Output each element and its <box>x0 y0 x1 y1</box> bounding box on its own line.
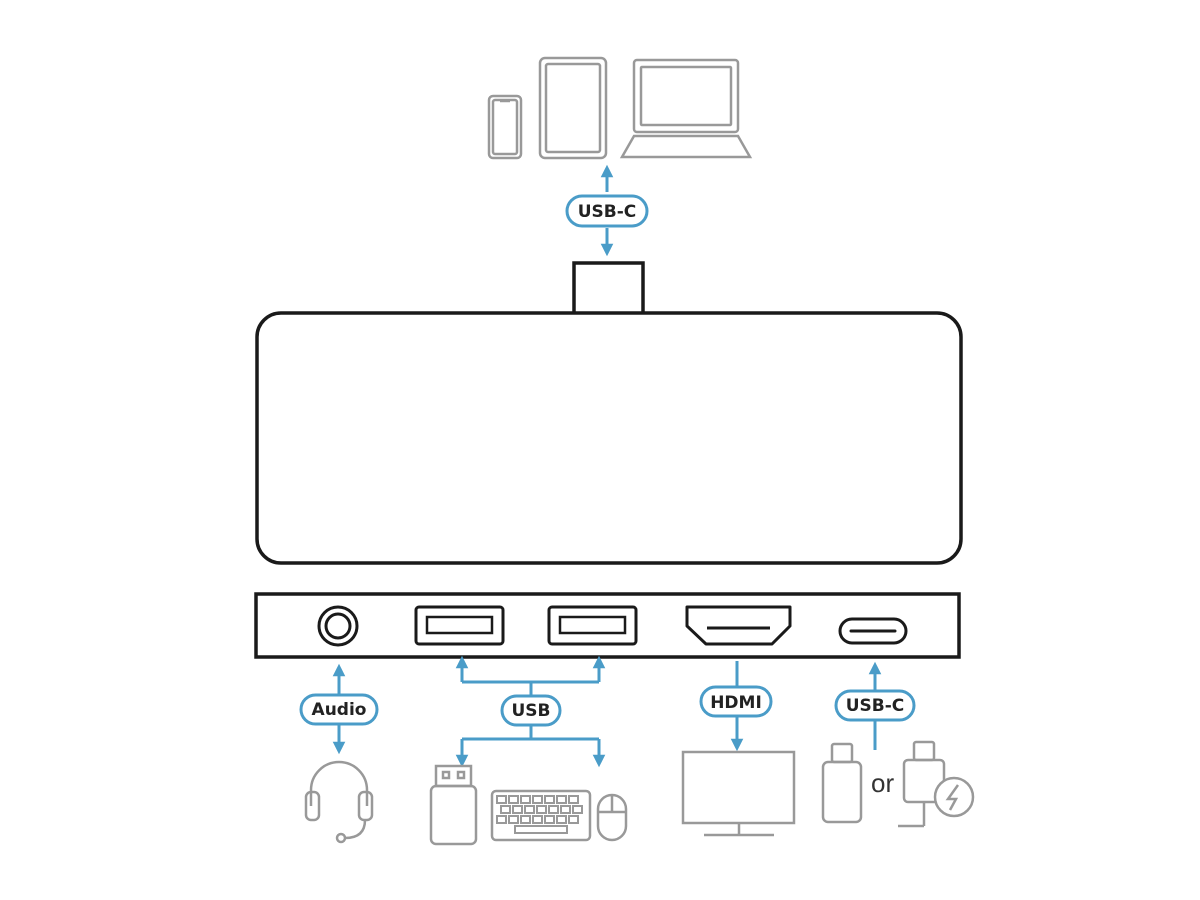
charger-cable-icon <box>898 740 946 828</box>
usb-c-flash-drive-icon <box>821 742 863 824</box>
hub-body <box>255 311 963 565</box>
laptop-icon <box>619 58 753 159</box>
pd-usb-c-label: USB-C <box>846 696 905 716</box>
keyboard-key <box>568 815 579 824</box>
keyboard-key <box>568 795 579 804</box>
keyboard-spacebar <box>514 825 568 834</box>
keyboard-key <box>508 795 519 804</box>
keyboard-key <box>544 795 555 804</box>
usb-label: USB <box>511 701 550 721</box>
keyboard-key <box>512 805 523 814</box>
keyboard-key <box>508 815 519 824</box>
or-label: or <box>871 768 894 798</box>
keyboard-key <box>536 805 547 814</box>
pd-usb-c-label-pill <box>834 689 916 722</box>
usb-flash-drive-icon <box>429 764 478 846</box>
hdmi-label-pill <box>699 685 773 718</box>
hub-usb-c-plug <box>572 261 645 317</box>
keyboard-key <box>544 815 555 824</box>
smartphone-icon <box>487 94 523 160</box>
keyboard-key <box>572 805 583 814</box>
audio-connection: Audio <box>299 663 379 755</box>
keyboard-key <box>532 795 543 804</box>
keyboard-key <box>532 815 543 824</box>
audio-jack-port <box>317 605 359 647</box>
keyboard-key <box>496 795 507 804</box>
headset-icon <box>304 760 374 844</box>
mouse-icon <box>596 793 628 842</box>
audio-label: Audio <box>312 700 367 720</box>
hub-port-panel <box>254 592 961 659</box>
keyboard-key <box>556 815 567 824</box>
tablet-icon <box>538 56 608 160</box>
usb-connection <box>455 655 606 768</box>
hdmi-label: HDMI <box>710 693 762 713</box>
usb-label-pill <box>500 694 562 727</box>
monitor-icon <box>681 750 796 837</box>
usb-a-port-2 <box>547 605 638 646</box>
keyboard-key <box>520 815 531 824</box>
keyboard-key <box>500 805 511 814</box>
host-usb-c-label-pill <box>565 194 649 228</box>
keyboard-icon <box>490 789 592 842</box>
host-usb-c-connection: USB-C <box>565 164 649 257</box>
keyboard-key <box>548 805 559 814</box>
keyboard-key <box>524 805 535 814</box>
lightning-icon <box>933 776 975 818</box>
host-usb-c-label: USB-C <box>578 202 637 222</box>
pd-usb-c-connection: USB-C <box>834 661 916 750</box>
keyboard-key <box>496 815 507 824</box>
keyboard-key <box>520 795 531 804</box>
keyboard-key <box>556 795 567 804</box>
keyboard-key <box>560 805 571 814</box>
hdmi-connection: HDMI <box>699 661 773 752</box>
usb-a-port-1 <box>414 605 505 646</box>
usb-c-pd-port <box>838 617 908 645</box>
hdmi-port <box>685 605 792 646</box>
audio-label-pill <box>299 693 379 726</box>
